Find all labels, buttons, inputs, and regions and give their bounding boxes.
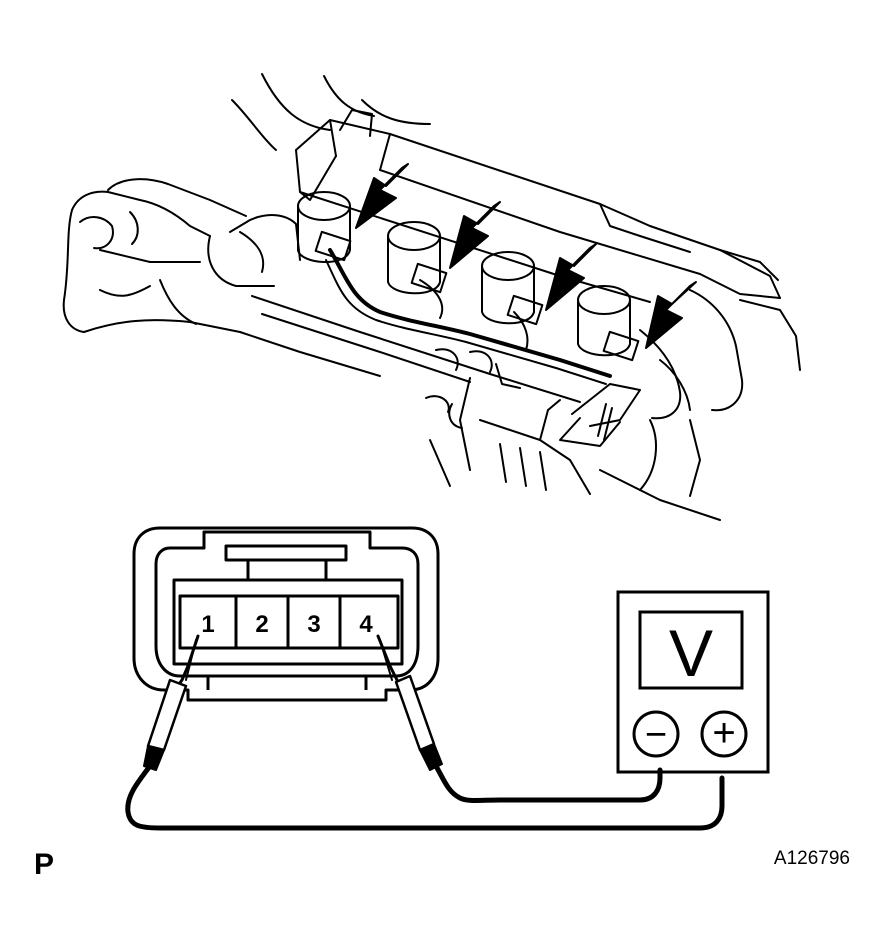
plus-icon — [700, 710, 748, 758]
arrow-group — [355, 163, 697, 349]
voltmeter-unit-label: V — [669, 616, 713, 690]
voltmeter — [616, 590, 770, 774]
positive-terminal-symbol: + — [712, 711, 735, 755]
engine-illustration — [62, 73, 801, 521]
pin-label: 2 — [255, 611, 268, 638]
downward-arrow-icon — [355, 163, 409, 229]
downward-arrow-icon — [449, 201, 501, 269]
connector-pins: 1 2 3 4 — [201, 611, 373, 638]
voltmeter-body — [616, 590, 770, 774]
downward-arrow-icon — [645, 281, 697, 349]
lead-wire-negative — [125, 763, 725, 831]
downward-arrow-icon — [545, 243, 597, 311]
pin-label: 4 — [359, 611, 373, 638]
test-leads — [125, 634, 725, 831]
pin-label: 1 — [201, 611, 214, 638]
minus-icon — [632, 710, 680, 758]
lead-wire-positive — [433, 763, 663, 803]
connector — [132, 526, 440, 702]
pin-label: 3 — [307, 611, 320, 638]
voltmeter-display — [638, 610, 744, 690]
corner-mark: P — [34, 848, 55, 881]
figure-id: A126796 — [773, 848, 850, 869]
negative-terminal-symbol: − — [645, 714, 667, 756]
